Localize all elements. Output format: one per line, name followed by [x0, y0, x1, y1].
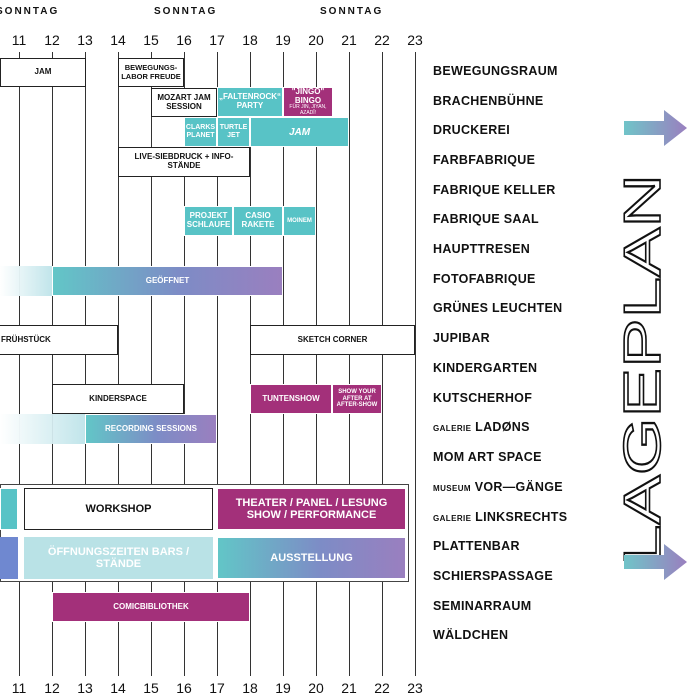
event-clarks-planet[interactable]: CLARKS PLANET [184, 117, 217, 147]
hour-bottom-13: 13 [77, 680, 93, 696]
event-jingo-bingo[interactable]: "JINGO" BINGO FÜR JIN, JIYAN, AZADÎ! [283, 87, 333, 117]
hour-top-18: 18 [242, 32, 258, 48]
hour-bottom-16: 16 [176, 680, 192, 696]
hour-bottom-23: 23 [407, 680, 423, 696]
hour-bottom-12: 12 [44, 680, 60, 696]
event-kinderspace[interactable]: KINDERSPACE [52, 384, 184, 414]
event-comicbibliothek[interactable]: COMICBIBLIOTHEK [52, 592, 250, 622]
venue-schierspassage: SCHIERSPASSAGE [433, 569, 553, 583]
hour-bottom-18: 18 [242, 680, 258, 696]
event-jam-druckerei[interactable]: JAM [250, 117, 349, 147]
hour-bottom-22: 22 [374, 680, 390, 696]
event-jingo-subtitle: FÜR JIN, JIYAN, AZADÎ! [289, 104, 327, 116]
legend-swatch-teal [0, 488, 18, 530]
hour-top-12: 12 [44, 32, 60, 48]
hour-top-21: 21 [341, 32, 357, 48]
day-header-2: SONNTAG [154, 6, 218, 17]
venue-jupibar: JUPIBAR [433, 331, 490, 345]
event-geoeffnet[interactable]: GEÖFFNET [52, 266, 283, 296]
legend-oeffnungszeiten: ÖFFNUNGSZEITEN BARS / STÄNDE [24, 537, 213, 579]
grid-line [316, 52, 317, 676]
venue-bewegungsraum: BEWEGUNGSRAUM [433, 64, 558, 78]
hour-top-16: 16 [176, 32, 192, 48]
event-jingo-title: "JINGO" BINGO [291, 87, 325, 105]
event-live-siebdruck[interactable]: LIVE-SIEBDRUCK + INFO-STÄNDE [118, 147, 250, 177]
hour-top-15: 15 [143, 32, 159, 48]
venue-mom-art-space: MOM ART SPACE [433, 450, 542, 464]
hour-bottom-14: 14 [110, 680, 126, 696]
event-faltenrock-party[interactable]: „FALTENROCK“ PARTY [217, 87, 283, 117]
grid-line [151, 52, 152, 676]
event-projekt-schlaufe[interactable]: PROJEKT SCHLAUFE [184, 206, 233, 236]
venue-museum-vor-gaenge: MUSEUM VOR—GÄNGE [433, 480, 563, 494]
event-moinem[interactable]: MOINEM [283, 206, 316, 236]
hour-top-14: 14 [110, 32, 126, 48]
venue-brachenbuehne: BRACHENBÜHNE [433, 94, 544, 108]
venue-druckerei: DRUCKEREI [433, 123, 511, 137]
venue-waeldchen: WÄLDCHEN [433, 628, 509, 642]
event-sketch-corner[interactable]: SKETCH CORNER [250, 325, 415, 355]
event-mozart-jam-session[interactable]: MOZART JAM SESSION [151, 88, 217, 117]
venue-kindergarten: KINDERGARTEN [433, 361, 538, 375]
venue-plattenbar: PLATTENBAR [433, 539, 520, 553]
venue-seminarraum: SEMINARRAUM [433, 599, 532, 613]
venue-haupttresen: HAUPTTRESEN [433, 242, 531, 256]
grid-line [184, 52, 185, 676]
hour-top-23: 23 [407, 32, 423, 48]
hour-top-22: 22 [374, 32, 390, 48]
grid-line [85, 52, 86, 676]
day-header-3: SONNTAG [320, 6, 384, 17]
lageplan-text: LAGEPLAN [614, 174, 672, 566]
hour-bottom-11: 11 [11, 680, 27, 696]
legend-ausstellung: AUSSTELLUNG [217, 537, 406, 579]
venue-fabrique-saal: FABRIQUE SAAL [433, 212, 539, 226]
grid-line [19, 52, 20, 676]
event-jam-bewegungsraum[interactable]: JAM [0, 58, 86, 87]
event-bewegungslabor-freude[interactable]: BEWEGUNGS-LABOR FREUDE [118, 58, 184, 87]
event-show-your-after[interactable]: SHOW YOUR AFTER AT AFTER-SHOW [332, 384, 382, 414]
venue-fabrique-keller: FABRIQUE KELLER [433, 183, 556, 197]
legend-workshop: WORKSHOP [24, 488, 213, 530]
hour-top-19: 19 [275, 32, 291, 48]
hour-bottom-15: 15 [143, 680, 159, 696]
venue-farbfabrique: FARBFABRIQUE [433, 153, 536, 167]
grid-line [382, 52, 383, 676]
grid-line [415, 52, 416, 676]
grid-line [250, 52, 251, 676]
hour-bottom-17: 17 [209, 680, 225, 696]
arrow-right-icon [624, 110, 687, 146]
event-fruehstueck[interactable]: FRÜHSTÜCK [0, 325, 118, 355]
event-tuntenshow[interactable]: TUNTENSHOW [250, 384, 332, 414]
hour-bottom-21: 21 [341, 680, 357, 696]
venue-galerie-linksrechts: GALERIE LINKSRECHTS [433, 510, 568, 524]
event-turtle-jet[interactable]: TURTLE JET [217, 117, 250, 147]
event-casio-rakete[interactable]: CASIO RAKETE [233, 206, 283, 236]
hour-bottom-20: 20 [308, 680, 324, 696]
lageplan-title: LAGEPLAN [614, 173, 673, 567]
legend-theater: THEATER / PANEL / LESUNG SHOW / PERFORMA… [217, 488, 406, 530]
grid-line [118, 52, 119, 676]
day-header-1: SONNTAG [0, 6, 60, 17]
hour-top-13: 13 [77, 32, 93, 48]
grid-line [349, 52, 350, 676]
hour-bottom-19: 19 [275, 680, 291, 696]
grid-line [52, 52, 53, 676]
hour-top-11: 11 [11, 32, 27, 48]
grid-line [217, 52, 218, 676]
hour-top-20: 20 [308, 32, 324, 48]
event-recording-fade [0, 414, 85, 444]
arrow-right-icon [624, 544, 687, 580]
venue-gruenes-leuchten: GRÜNES LEUCHTEN [433, 301, 563, 315]
event-geoeffnet-fade [0, 266, 52, 296]
venue-galerie-ladons: GALERIE LADØNS [433, 420, 530, 434]
grid-line [283, 52, 284, 676]
legend-swatch-blue [0, 537, 18, 579]
event-recording-sessions[interactable]: RECORDING SESSIONS [85, 414, 217, 444]
venue-kutscherhof: KUTSCHERHOF [433, 391, 533, 405]
hour-top-17: 17 [209, 32, 225, 48]
venue-fotofabrique: FOTOFABRIQUE [433, 272, 536, 286]
